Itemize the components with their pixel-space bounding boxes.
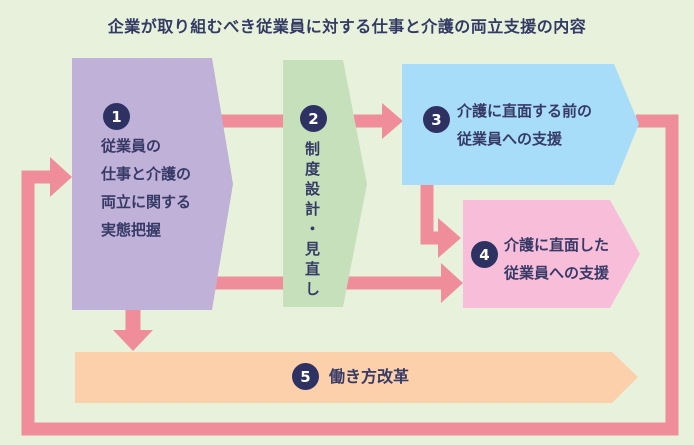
arrow-step3-step4 xyxy=(420,180,440,245)
step1-label-line3: 両立に関する xyxy=(101,193,192,211)
step5-number-badge: 5 xyxy=(292,363,319,390)
step4-label: 介護に直面した 従業員への支援 xyxy=(504,231,609,287)
step3-number-badge: 3 xyxy=(423,106,450,133)
step2-label: 制度設計・見直し xyxy=(303,141,321,301)
diagram-title: 企業が取り組むべき従業員に対する仕事と介護の両立支援の内容 xyxy=(107,17,587,36)
step5-label: 働き方改革 xyxy=(329,367,410,386)
step3-label-line2: 従業員への支援 xyxy=(457,130,563,148)
arrow-step2-step3-head-icon xyxy=(382,103,403,139)
step4-shape xyxy=(463,200,640,308)
step3-label: 介護に直面する前の 従業員への支援 xyxy=(457,97,592,153)
arrow-step1-step4-head-icon xyxy=(441,263,463,303)
step2-number-badge: 2 xyxy=(300,105,327,132)
step4-number-badge: 4 xyxy=(471,241,498,268)
feedback-loop-arrowhead-icon xyxy=(50,157,72,197)
step2-shape xyxy=(283,60,367,307)
step1-label: 従業員の 仕事と介護の 両立に関する 実態把握 xyxy=(101,132,191,244)
step1-number-badge: 1 xyxy=(103,103,130,130)
step4-label-line2: 従業員への支援 xyxy=(504,264,610,282)
arrow-step3-step4-head-icon xyxy=(438,218,461,258)
step1-label-line4: 実態把握 xyxy=(101,221,162,239)
step3-label-line1: 介護に直面する前の xyxy=(457,102,593,120)
step3-shape xyxy=(402,64,639,185)
feedback-loop-arrow xyxy=(21,114,679,436)
step1-label-line2: 仕事と介護の xyxy=(101,165,192,183)
step5-shape xyxy=(75,352,638,403)
step4-label-line1: 介護に直面した xyxy=(504,236,610,254)
step1-label-line1: 従業員の xyxy=(101,137,162,155)
arrow-step1-step5-head-icon xyxy=(113,330,153,351)
